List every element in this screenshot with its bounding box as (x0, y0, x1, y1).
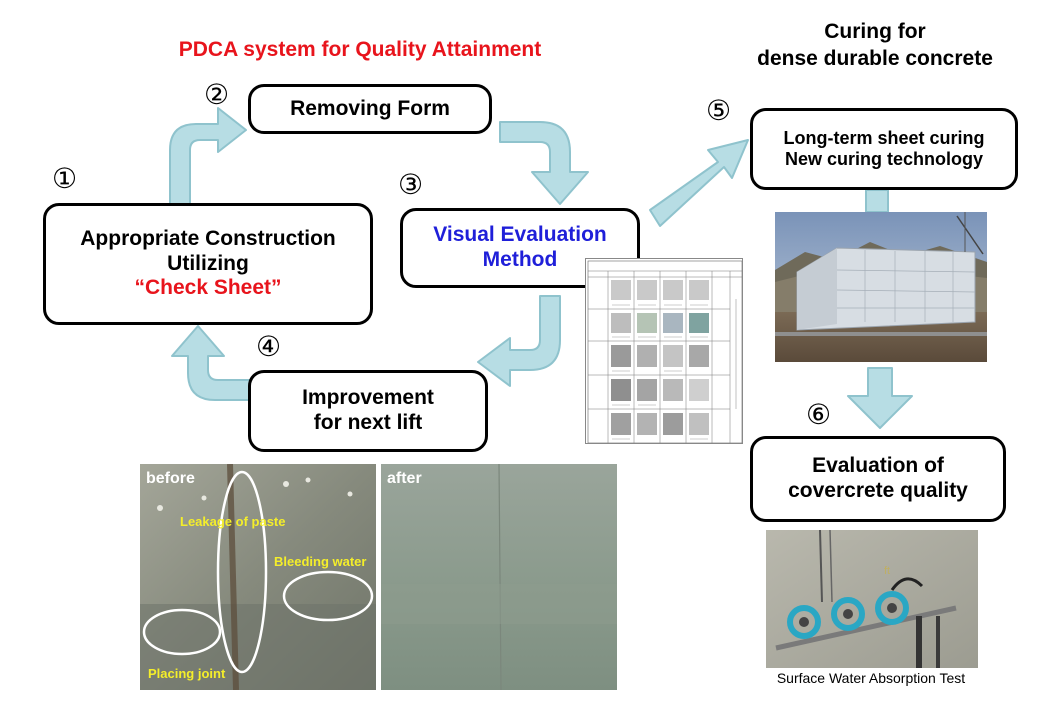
arrow-3-to-4 (477, 295, 561, 387)
step-6-number: ⑥ (806, 398, 832, 431)
step-4-box: Improvement for next lift (248, 370, 488, 452)
check-sheet-grid (587, 260, 742, 443)
after-photo: after (381, 464, 617, 690)
step-1-line-2: Utilizing (167, 251, 249, 275)
arrow-1-to-2 (169, 107, 247, 206)
absorption-test-photo: ft (766, 530, 978, 668)
svg-text:ft: ft (884, 565, 890, 577)
curing-title-line-2: dense durable concrete (757, 47, 993, 71)
after-concrete-illustration (381, 464, 617, 690)
step-6-line-2: covercrete quality (788, 479, 968, 502)
curing-title-line-1: Curing for (824, 20, 926, 43)
check-sheet-thumbnail (585, 258, 743, 444)
before-tag: before (146, 470, 195, 487)
step-2-number: ② (204, 78, 230, 111)
curing-site-illustration (775, 212, 987, 362)
step-1-number: ① (52, 162, 78, 195)
step-2-label: Removing Form (290, 96, 450, 120)
step-4-line-1: Improvement (302, 386, 434, 410)
step-4-line-2: for next lift (313, 411, 423, 434)
arrow-4-to-1 (171, 325, 251, 401)
absorption-caption: Surface Water Absorption Test (776, 670, 966, 686)
before-concrete-illustration (140, 464, 376, 690)
bleeding-label: Bleeding water (274, 554, 367, 569)
step-5-box: Long-term sheet curing New curing techno… (750, 108, 1018, 190)
diagram-title: PDCA system for Quality Attainment (178, 38, 542, 61)
step-6-box: Evaluation of covercrete quality (750, 436, 1006, 522)
placing-joint-label: Placing joint (148, 666, 226, 681)
step-5-line-2: New curing technology (784, 149, 984, 169)
step-5-number: ⑤ (706, 94, 732, 127)
step-5-line-1: Long-term sheet curing (783, 127, 985, 148)
arrow-2-to-3 (499, 121, 589, 205)
before-photo: before Leakage of paste Bleeding water P… (140, 464, 376, 690)
arrow-3-to-5 (649, 139, 749, 227)
step-3-number: ③ (398, 168, 424, 201)
leakage-label: Leakage of paste (180, 514, 286, 529)
step-1-highlight: “Check Sheet” (134, 276, 282, 300)
arrow-5-connector (865, 189, 889, 213)
curing-title: Curing for dense durable concrete (740, 18, 1010, 73)
step-2-box: Removing Form (248, 84, 492, 134)
arrow-to-6 (847, 367, 913, 429)
step-6-line-1: Evaluation of (812, 454, 944, 478)
after-tag: after (387, 470, 422, 487)
step-1-box: Appropriate Construction Utilizing “Chec… (43, 203, 373, 325)
step-1-line-1: Appropriate Construction (80, 226, 336, 250)
curing-site-photo (775, 212, 987, 362)
step-4-number: ④ (256, 330, 282, 363)
step-3-line-2: Method (482, 248, 558, 271)
placing-joint-ellipse (142, 608, 222, 656)
leakage-ellipse (216, 470, 268, 674)
bleeding-ellipse (282, 570, 374, 622)
absorption-test-illustration: ft (766, 530, 978, 668)
step-3-line-1: Visual Evaluation (433, 223, 607, 247)
